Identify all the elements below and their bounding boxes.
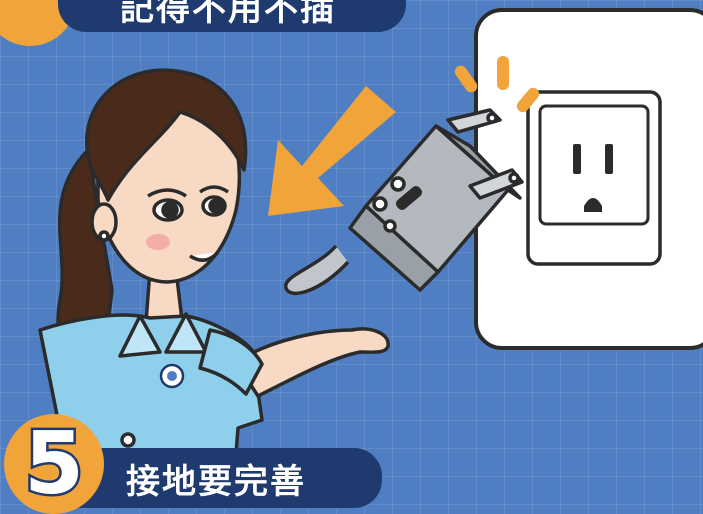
arrow-down-left-icon xyxy=(268,86,396,216)
plug xyxy=(284,108,524,296)
top-heading: 記得不用不插 xyxy=(120,0,336,29)
emblem-icon xyxy=(159,363,185,389)
bottom-heading: 接地要完善 xyxy=(126,461,306,502)
bottom-number-badge: 5 xyxy=(4,412,104,514)
top-heading-banner: 記得不用不插 xyxy=(58,0,406,32)
bottom-heading-banner: 接地要完善 xyxy=(60,448,382,508)
spark-icon xyxy=(454,56,540,113)
bottom-number: 5 xyxy=(22,412,87,514)
